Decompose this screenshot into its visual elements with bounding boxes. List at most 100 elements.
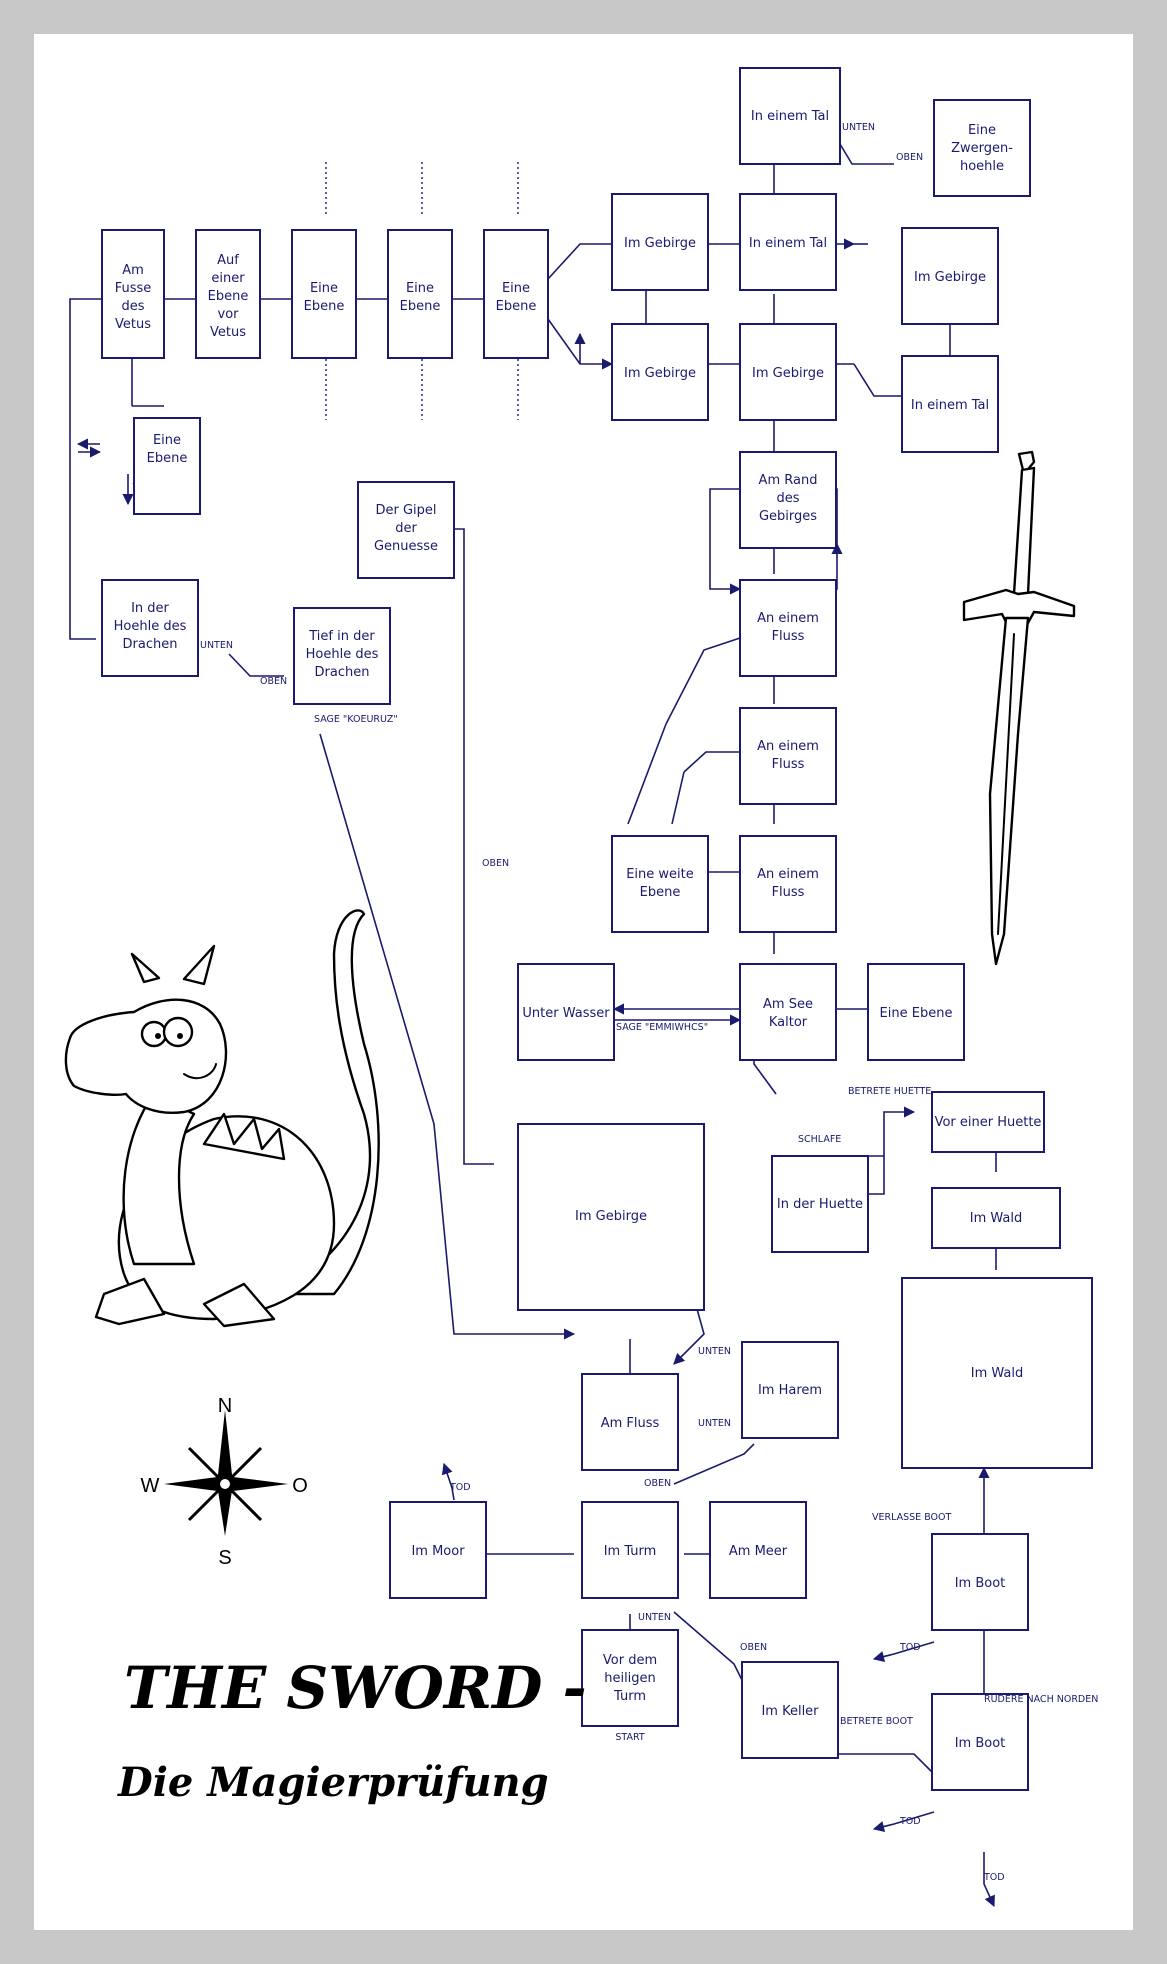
room-turm[interactable]: Im Turm [581, 1501, 679, 1599]
room-ebene-see[interactable]: Eine Ebene [867, 963, 965, 1061]
room-label: Am Fluss [601, 1416, 660, 1431]
room-label: Im Moor [411, 1544, 465, 1559]
room-vor-huette[interactable]: Vor einer Huette [931, 1091, 1045, 1153]
sword-illustration [962, 450, 1076, 966]
room-gebirge-right[interactable]: Im Gebirge [901, 227, 999, 325]
room-label: In einem Tal [749, 236, 827, 251]
edge-label: TOD [983, 1872, 1005, 1883]
edge-label: BETRETE BOOT [840, 1716, 913, 1727]
room-boot-1[interactable]: Im Boot [931, 1533, 1029, 1631]
room-harem[interactable]: Im Harem [741, 1341, 839, 1439]
edge-label: SAGE "KOEURUZ" [314, 714, 398, 725]
room-am-fluss[interactable]: Am Fluss [581, 1373, 679, 1471]
edge-label: OBEN [482, 858, 509, 869]
title-line-1: THE SWORD - [124, 1654, 587, 1722]
room-keller[interactable]: Im Keller [741, 1661, 839, 1759]
edge-label: UNTEN [698, 1418, 731, 1429]
room-wald-small[interactable]: Im Wald [931, 1187, 1061, 1249]
edge-label: TOD [899, 1816, 921, 1827]
edge-label: START [615, 1732, 645, 1743]
room-in-huette[interactable]: In der Huette [771, 1155, 869, 1253]
edge-label: TOD [899, 1642, 921, 1653]
compass-rose: N S W O [141, 1395, 308, 1569]
room-moor[interactable]: Im Moor [389, 1501, 487, 1599]
edge-label: OBEN [644, 1478, 671, 1489]
room-label: Vor einer Huette [935, 1115, 1042, 1130]
edge-label: SCHLAFE [798, 1134, 841, 1145]
room-label: Im Boot [955, 1576, 1006, 1591]
room-label: Im Boot [955, 1736, 1006, 1751]
room-label: In der Huette [777, 1197, 863, 1212]
room-label: Im Harem [758, 1383, 822, 1398]
room-label: Im Wald [970, 1211, 1022, 1226]
room-wald-big[interactable]: Im Wald [901, 1277, 1093, 1469]
room-tal-mid[interactable]: In einem Tal [739, 193, 837, 291]
room-label: In einem Tal [751, 109, 829, 124]
room-label: Im Turm [604, 1544, 657, 1559]
edge-label: OBEN [896, 152, 923, 163]
room-unter-wasser[interactable]: Unter Wasser [517, 963, 615, 1061]
edge-label: UNTEN [842, 122, 875, 133]
title-line-2: Die Magierprüfung [117, 1759, 549, 1806]
room-am-meer[interactable]: Am Meer [709, 1501, 807, 1599]
edge-label: SAGE "EMMIWHCS" [616, 1022, 708, 1033]
edge-labels: UNTEN OBEN UNTEN OBEN SAGE "KOEURUZ" OBE… [200, 122, 1098, 1883]
edge-label: VERLASSE BOOT [872, 1512, 951, 1523]
edge-label: UNTEN [638, 1612, 671, 1623]
room-gebirge-c[interactable]: Im Gebirge [739, 323, 837, 421]
room-label: Unter Wasser [522, 1006, 610, 1021]
room-gebirge-big[interactable]: Im Gebirge [517, 1123, 705, 1311]
room-boot-2[interactable]: Im Boot [931, 1693, 1029, 1791]
edge-label: OBEN [260, 676, 287, 687]
dragon-illustration [64, 909, 380, 1328]
room-label: Im Gebirge [624, 366, 696, 381]
room-gebirge-a[interactable]: Im Gebirge [611, 193, 709, 291]
room-tal-top[interactable]: In einem Tal [739, 67, 841, 165]
room-label: Im Gebirge [624, 236, 696, 251]
room-label: Im Gebirge [914, 270, 986, 285]
edge-label: UNTEN [200, 640, 233, 651]
edge-label: RUDERE NACH NORDEN [984, 1694, 1098, 1705]
compass-north: N [218, 1395, 232, 1417]
room-label: Eine Ebene [880, 1006, 953, 1021]
edge-label: BETRETE HUETTE [848, 1086, 931, 1097]
room-tal-right[interactable]: In einem Tal [901, 355, 999, 453]
edge-label: OBEN [740, 1642, 767, 1653]
room-label: Am Meer [729, 1544, 788, 1559]
edge-label: TOD [449, 1482, 471, 1493]
room-gebirge-b[interactable]: Im Gebirge [611, 323, 709, 421]
room-label: Im Keller [761, 1704, 819, 1719]
